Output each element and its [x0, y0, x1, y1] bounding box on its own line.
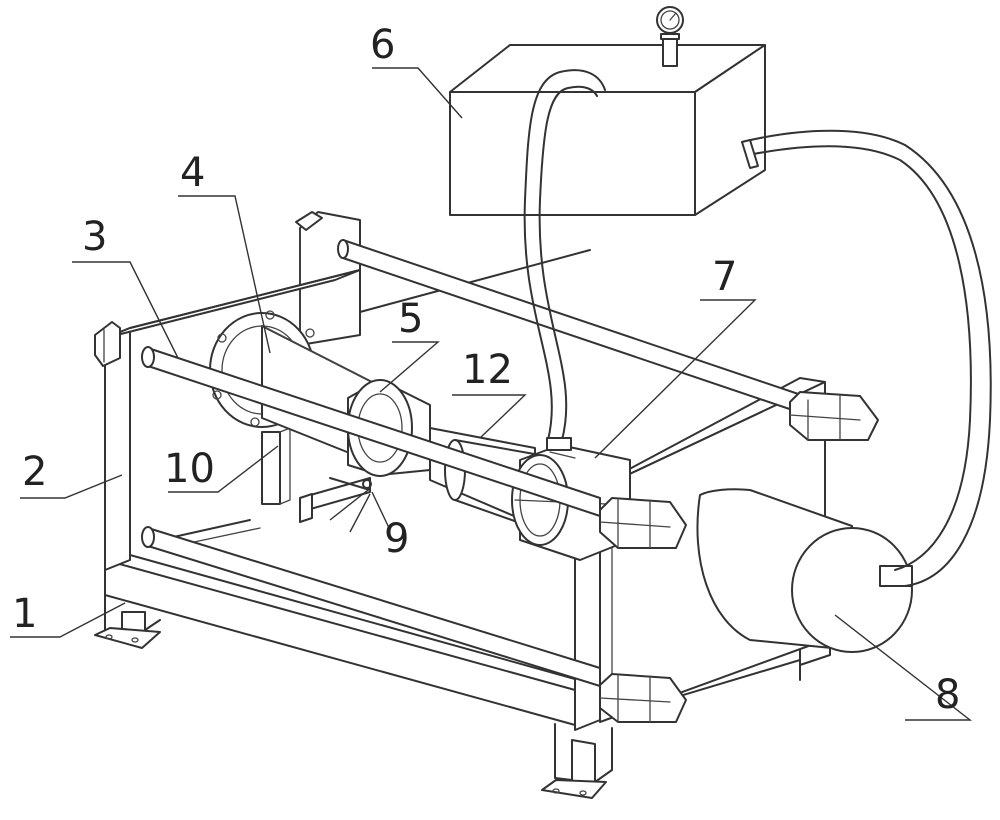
callout-5: 5 [398, 296, 423, 342]
left-end-plate [94, 269, 361, 571]
leader-12 [452, 394, 527, 439]
callout-10: 10 [164, 446, 215, 492]
nut-lower-front [599, 673, 687, 723]
callout-labels: 1 2 3 4 5 6 7 8 9 10 12 [12, 22, 960, 718]
callout-7: 7 [712, 254, 737, 300]
callout-8: 8 [935, 672, 960, 718]
leader-5 [379, 341, 440, 393]
leader-7 [594, 299, 757, 459]
leader-9a [349, 493, 371, 533]
tank [449, 6, 766, 216]
callout-12: 12 [462, 347, 513, 393]
base-foot-right [541, 723, 613, 799]
callout-2: 2 [22, 449, 47, 495]
nut-upper-front [599, 497, 687, 549]
leader-6 [372, 67, 463, 119]
bracket-assembly [299, 477, 372, 523]
leader-10 [168, 445, 279, 493]
leader-4 [178, 195, 271, 354]
callout-4: 4 [180, 150, 205, 196]
leader-1 [10, 602, 126, 638]
leader-3 [72, 261, 179, 359]
base-foot-left [94, 597, 161, 649]
leader-lines [10, 67, 973, 721]
callout-9: 9 [384, 516, 409, 562]
nut-upper-back [789, 391, 879, 441]
leader-2 [20, 474, 123, 499]
tie-rod-front-lower [141, 526, 601, 687]
cylinder [696, 129, 992, 653]
leader-9b [329, 489, 369, 521]
callout-3: 3 [82, 214, 107, 260]
callout-1: 1 [12, 591, 37, 637]
leader-9c [371, 491, 391, 531]
leader-8 [834, 614, 973, 721]
hose-valve [523, 69, 606, 441]
callout-6: 6 [370, 22, 395, 68]
support-column [261, 427, 291, 505]
